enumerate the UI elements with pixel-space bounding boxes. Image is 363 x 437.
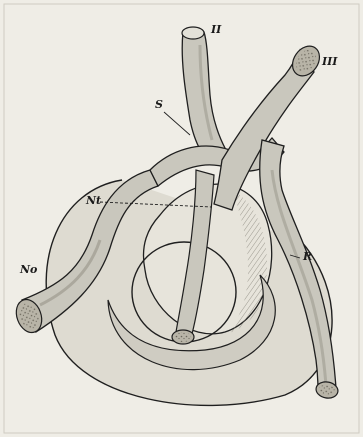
label-ii: II [211,24,221,35]
nerve-ii-top [182,27,204,39]
leader-s [164,112,190,135]
central-trunk-cut-texture [175,332,191,342]
label-nt: Nt [86,195,101,206]
label-s: S [155,99,163,110]
label-no: No [20,264,37,275]
label-iii: III [322,56,337,67]
label-r: R [303,251,312,262]
